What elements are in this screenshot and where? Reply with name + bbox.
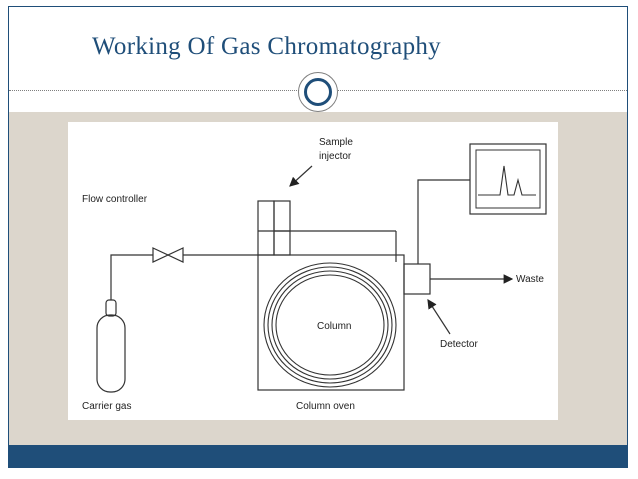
gas-line-cylinder <box>110 254 153 300</box>
slide-title: Working Of Gas Chromatography <box>92 33 441 60</box>
label-column: Column <box>317 321 351 332</box>
recorder-monitor-icon <box>469 143 547 215</box>
column-coil-icon <box>263 262 397 388</box>
label-carrier-gas: Carrier gas <box>82 401 131 412</box>
divider-ornament-ring-icon <box>304 78 332 106</box>
gas-chromatography-diagram: Sample injector Flow controller Waste Co… <box>68 122 558 420</box>
label-sample-line1: Sample <box>319 137 353 148</box>
signal-line <box>417 179 470 264</box>
label-column-oven: Column oven <box>296 401 355 412</box>
carrier-gas-cylinder-icon <box>96 299 126 393</box>
label-sample-line2: injector <box>319 151 352 162</box>
flow-controller-valve-icon <box>152 247 184 263</box>
footer-bar <box>9 445 627 467</box>
label-detector: Detector <box>440 339 478 350</box>
sample-injector-pointer-arrow <box>289 165 313 187</box>
column-oven-box <box>257 254 405 391</box>
label-flow-controller: Flow controller <box>82 194 148 205</box>
label-waste: Waste <box>516 274 544 285</box>
diagram-svg: Sample injector Flow controller Waste Co… <box>82 137 547 412</box>
detector-pointer-arrow <box>427 298 451 335</box>
sample-injector-block <box>257 200 291 256</box>
detector-box <box>403 263 431 295</box>
